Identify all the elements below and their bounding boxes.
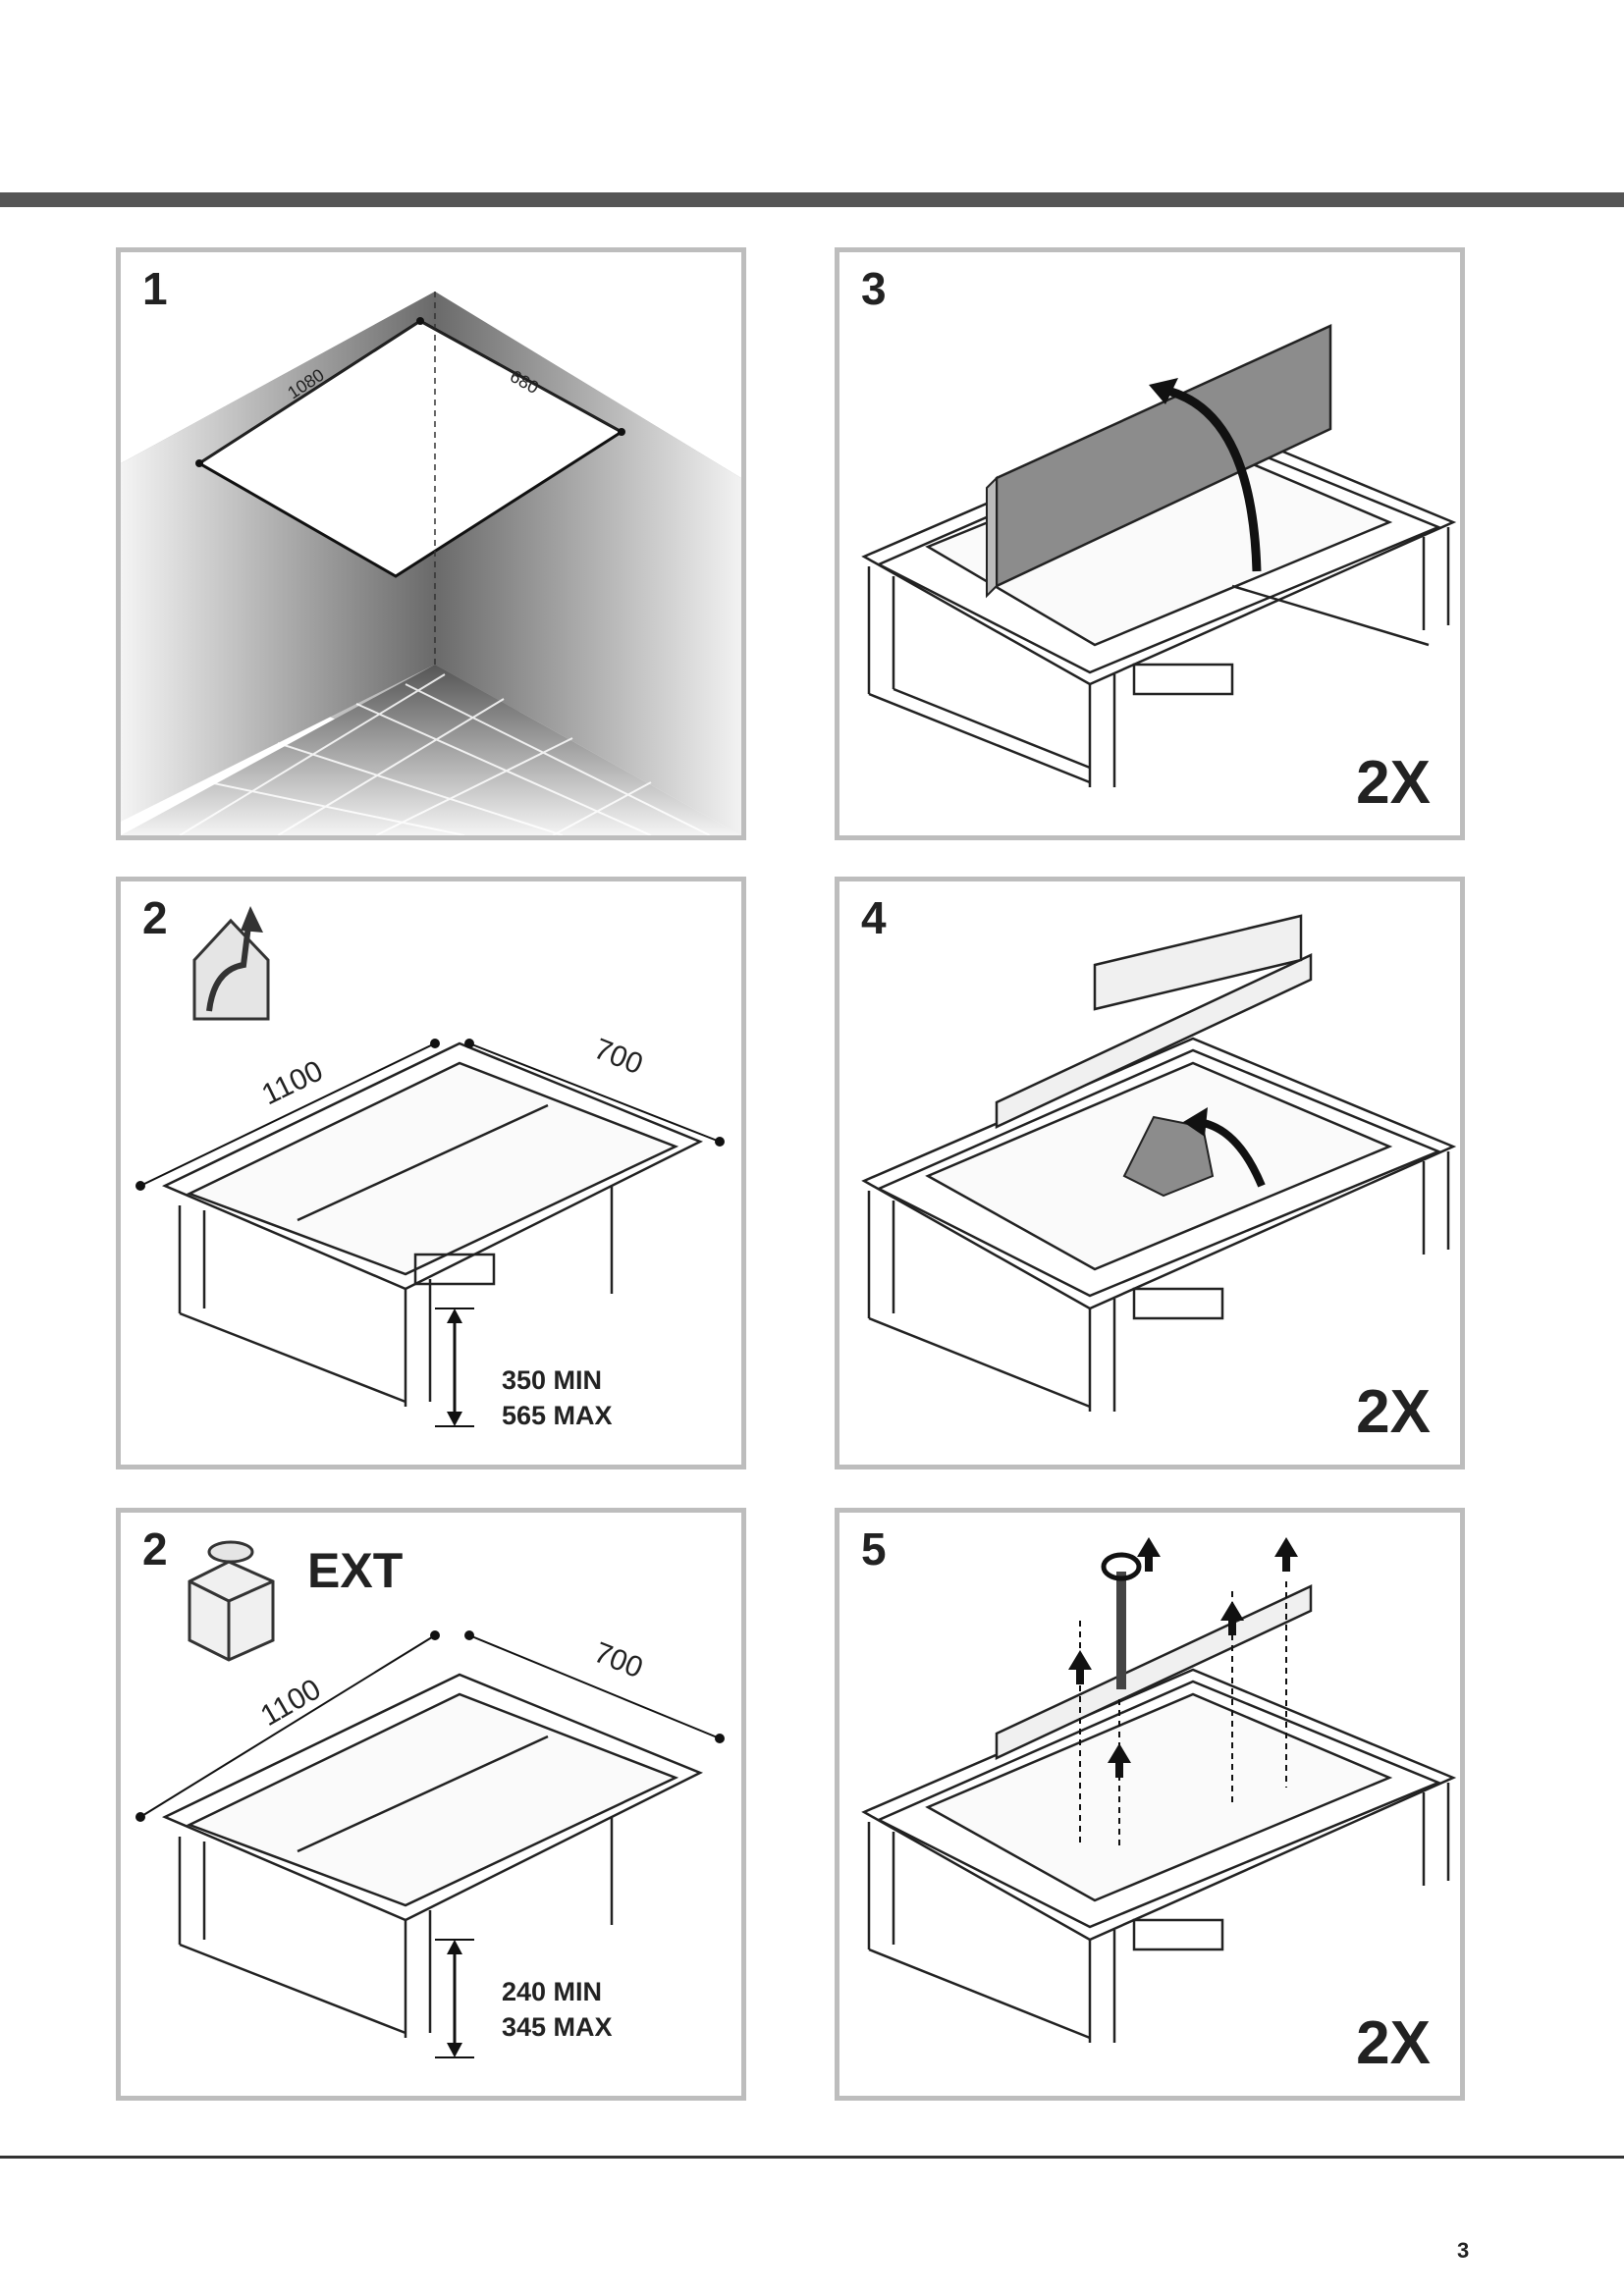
height-min-label: 350 MIN <box>502 1365 603 1395</box>
height-max-label: 565 MAX <box>502 1401 613 1430</box>
step-number: 1 <box>142 263 168 314</box>
footer-rule <box>0 2156 1624 2159</box>
panel-step-3: 3 2X <box>835 247 1465 840</box>
page-number: 3 <box>1457 2238 1470 2263</box>
height-max-label: 345 MAX <box>502 2012 613 2042</box>
room-ceiling-illustration: 1080 680 <box>121 252 741 835</box>
hob-frame-dimension-illustration: 1100 700 <box>135 906 725 1427</box>
panel-step-2-recirculation: 1100 700 2 350 MIN 565 MAX <box>116 877 746 1469</box>
dim-700-label: 700 <box>589 1033 647 1081</box>
external-motor-box-icon <box>188 1540 275 1662</box>
repeat-2x-label: 2X <box>1356 749 1431 817</box>
panel-step-1: 1080 680 1 <box>116 247 746 840</box>
dim-700-label: 700 <box>589 1636 647 1684</box>
frame-panel-lift-illustration <box>861 324 1457 787</box>
up-arrows <box>1068 1537 1298 1778</box>
height-min-label: 240 MIN <box>502 1977 603 2006</box>
recirculation-house-icon <box>192 906 270 1021</box>
repeat-2x-label: 2X <box>1356 2009 1431 2077</box>
header-bar <box>0 192 1624 207</box>
panel-step-2-external: 1100 700 2 EXT 240 MIN 345 MAX <box>116 1508 746 2101</box>
step-number: 5 <box>861 1523 887 1575</box>
hob-frame-dimension-ext-illustration: 1100 700 <box>135 1540 725 2058</box>
panel-step-4: 4 2X <box>835 877 1465 1469</box>
step-number: 3 <box>861 263 887 314</box>
repeat-2x-label: 2X <box>1356 1378 1431 1446</box>
ext-label: EXT <box>307 1543 404 1598</box>
step-number: 4 <box>861 892 887 943</box>
screwdriver-icon <box>1101 1552 1142 1689</box>
step-number: 2 <box>142 1523 168 1575</box>
panel-step-5: 5 2X <box>835 1508 1465 2101</box>
dim-1100-label: 1100 <box>257 1054 328 1111</box>
step-number: 2 <box>142 892 168 943</box>
frame-motor-lift-illustration <box>861 914 1457 1412</box>
screw-removal-illustration <box>861 1537 1457 2043</box>
